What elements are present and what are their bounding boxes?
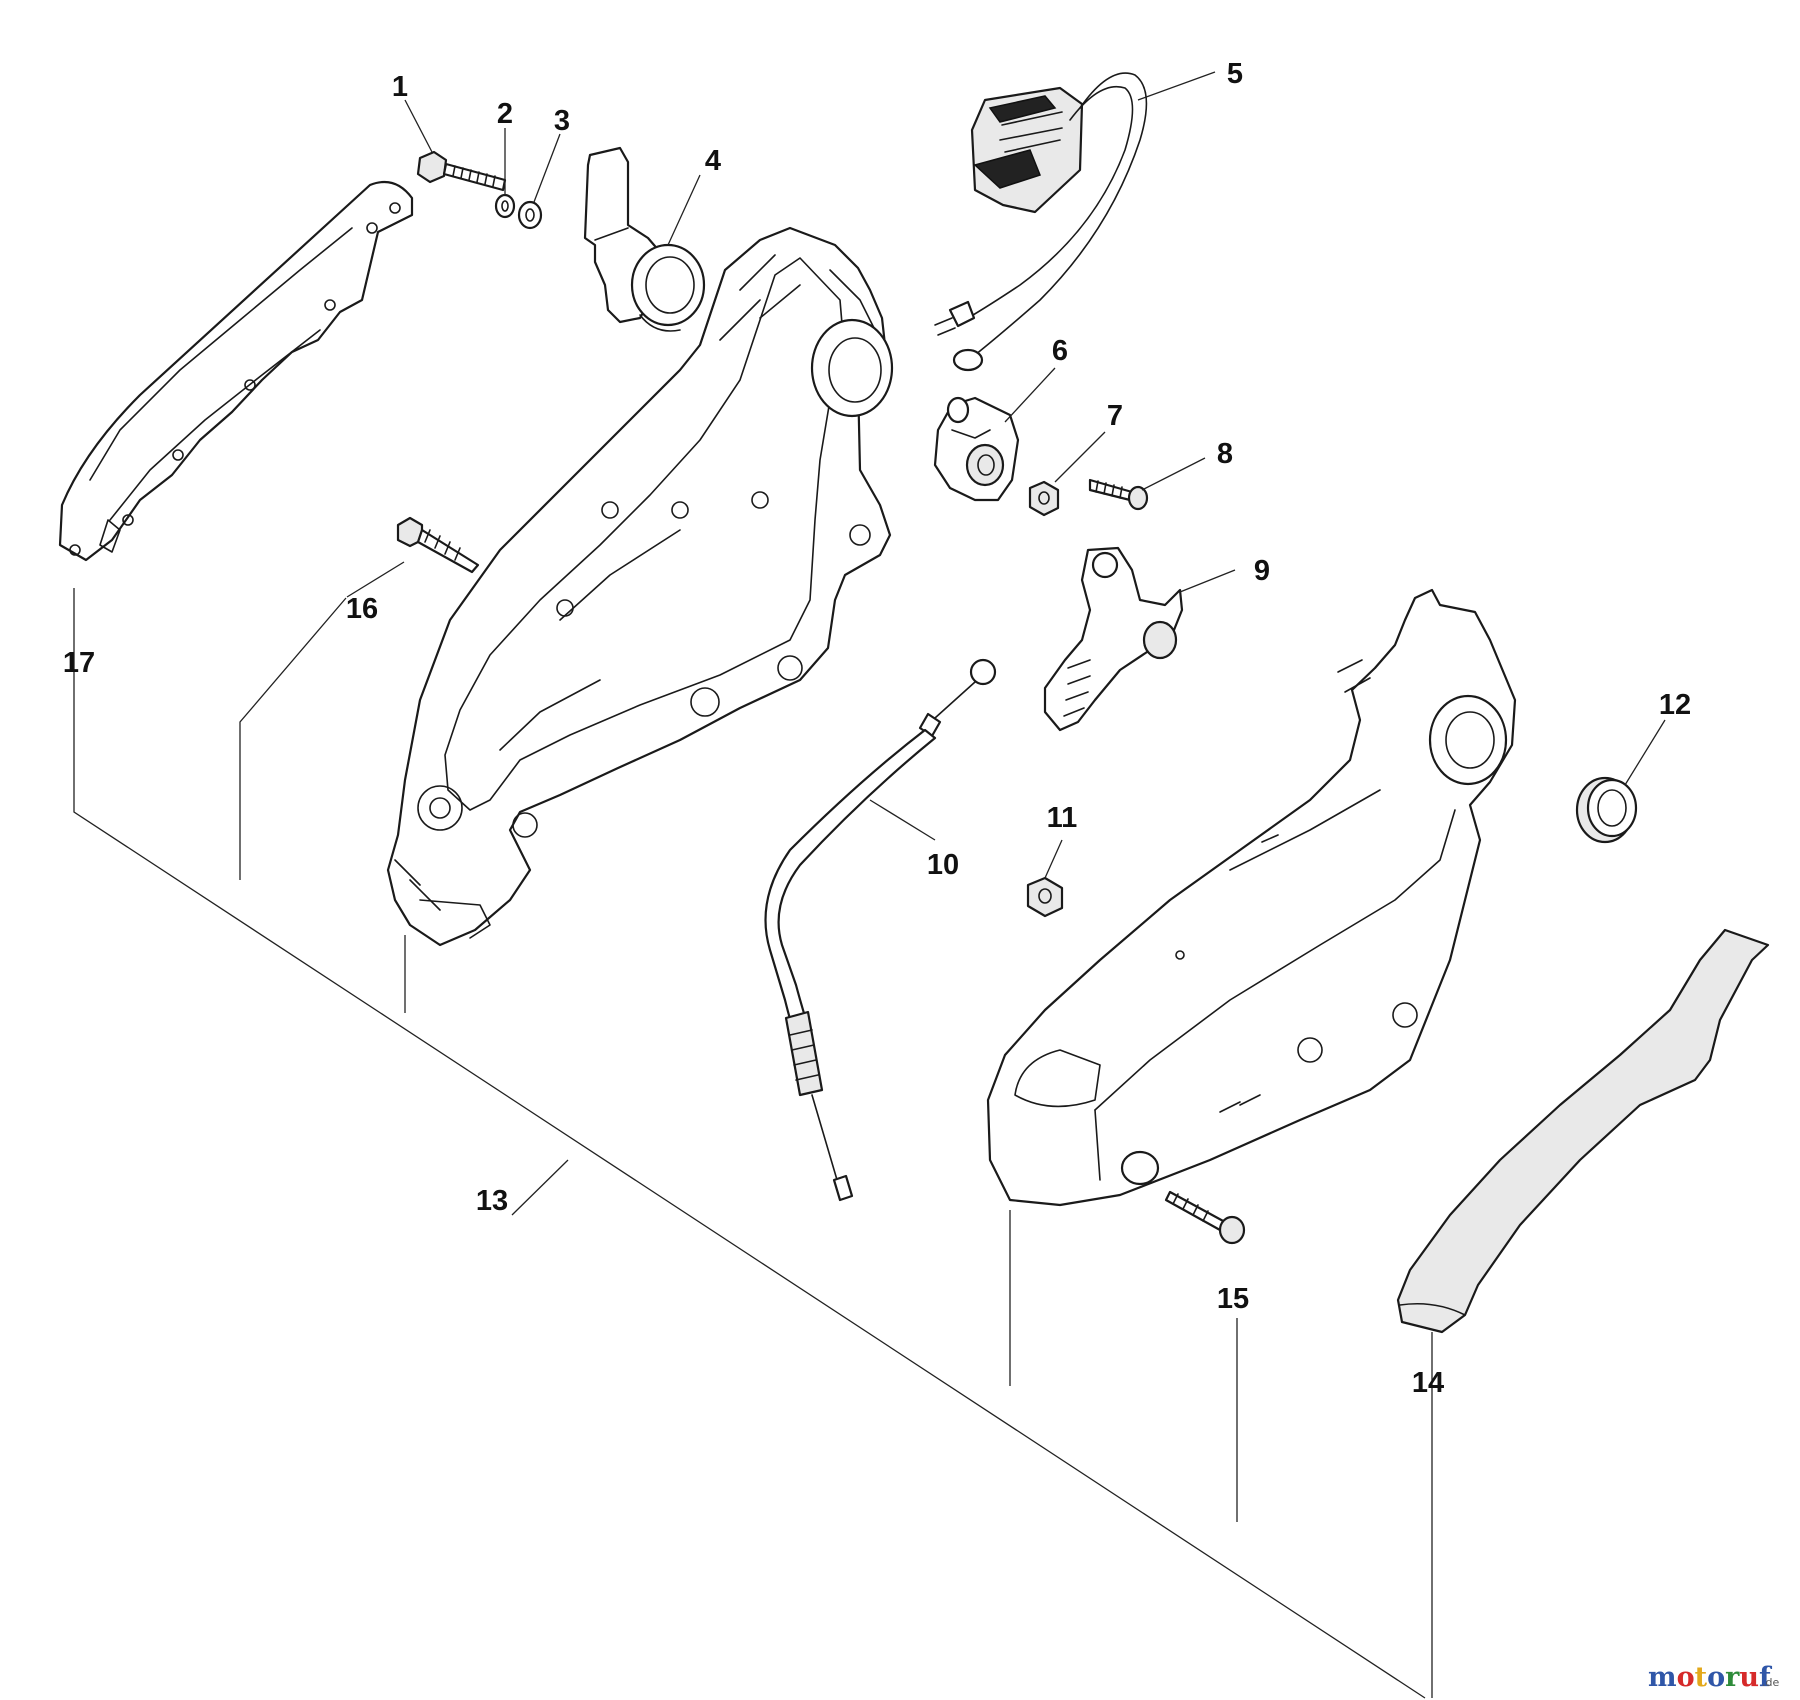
watermark-letter: r [1725,1662,1740,1693]
part-1-bolt [416,150,507,192]
part-6-bracket [933,396,1020,502]
callout-7: 7 [1107,400,1123,432]
part-7-nut [1028,480,1060,517]
callout-11: 11 [1047,802,1078,834]
watermark-suffix: .de [1762,1676,1779,1689]
watermark-letter: m [1648,1662,1677,1693]
part-14-grip-cover [1396,928,1770,1334]
watermark-logo: motoruf .de [1648,1662,1779,1693]
part-4-throttle-lever [583,146,706,332]
callout-14: 14 [1412,1367,1444,1399]
part-16-screw [396,516,480,574]
part-17-cover-strip [58,180,414,562]
callout-1: 1 [392,71,408,103]
part-11-nut [1026,876,1064,918]
callout-4: 4 [705,145,721,177]
callout-13: 13 [476,1185,508,1217]
callout-12: 12 [1659,689,1691,721]
callout-9: 9 [1254,555,1270,587]
watermark-letter: o [1677,1662,1695,1693]
part-2-spring-washer [494,193,516,219]
callout-3: 3 [554,105,570,137]
part-13-handle-frame [386,226,894,947]
watermark-letter: o [1707,1662,1725,1693]
part-5-stop-switch [934,72,1148,372]
part-10-throttle-cable [764,658,997,1202]
svg-text:motoruf: motoruf [1648,1662,1773,1693]
watermark-letter: u [1739,1662,1759,1693]
right-handle-cover [986,588,1517,1207]
callout-6: 6 [1052,335,1068,367]
callout-15: 15 [1217,1283,1249,1315]
leader-lines [73,71,1666,1699]
part-12-plug-cap [1575,776,1638,844]
callout-labels: 1 2 3 4 5 6 7 8 9 10 11 12 13 14 15 16 1… [63,58,1691,1399]
callout-10: 10 [927,849,959,881]
part-15-screw [1164,1190,1246,1245]
part-3-washer [517,200,543,230]
callout-8: 8 [1217,438,1233,470]
part-8-screw [1088,478,1149,511]
watermark-letter: t [1695,1662,1708,1693]
callout-2: 2 [497,98,513,130]
callout-5: 5 [1227,58,1243,90]
callout-16: 16 [346,593,378,625]
part-9-trigger [1043,546,1184,732]
callout-17: 17 [63,647,95,679]
watermark-letter: f [1759,1662,1773,1693]
